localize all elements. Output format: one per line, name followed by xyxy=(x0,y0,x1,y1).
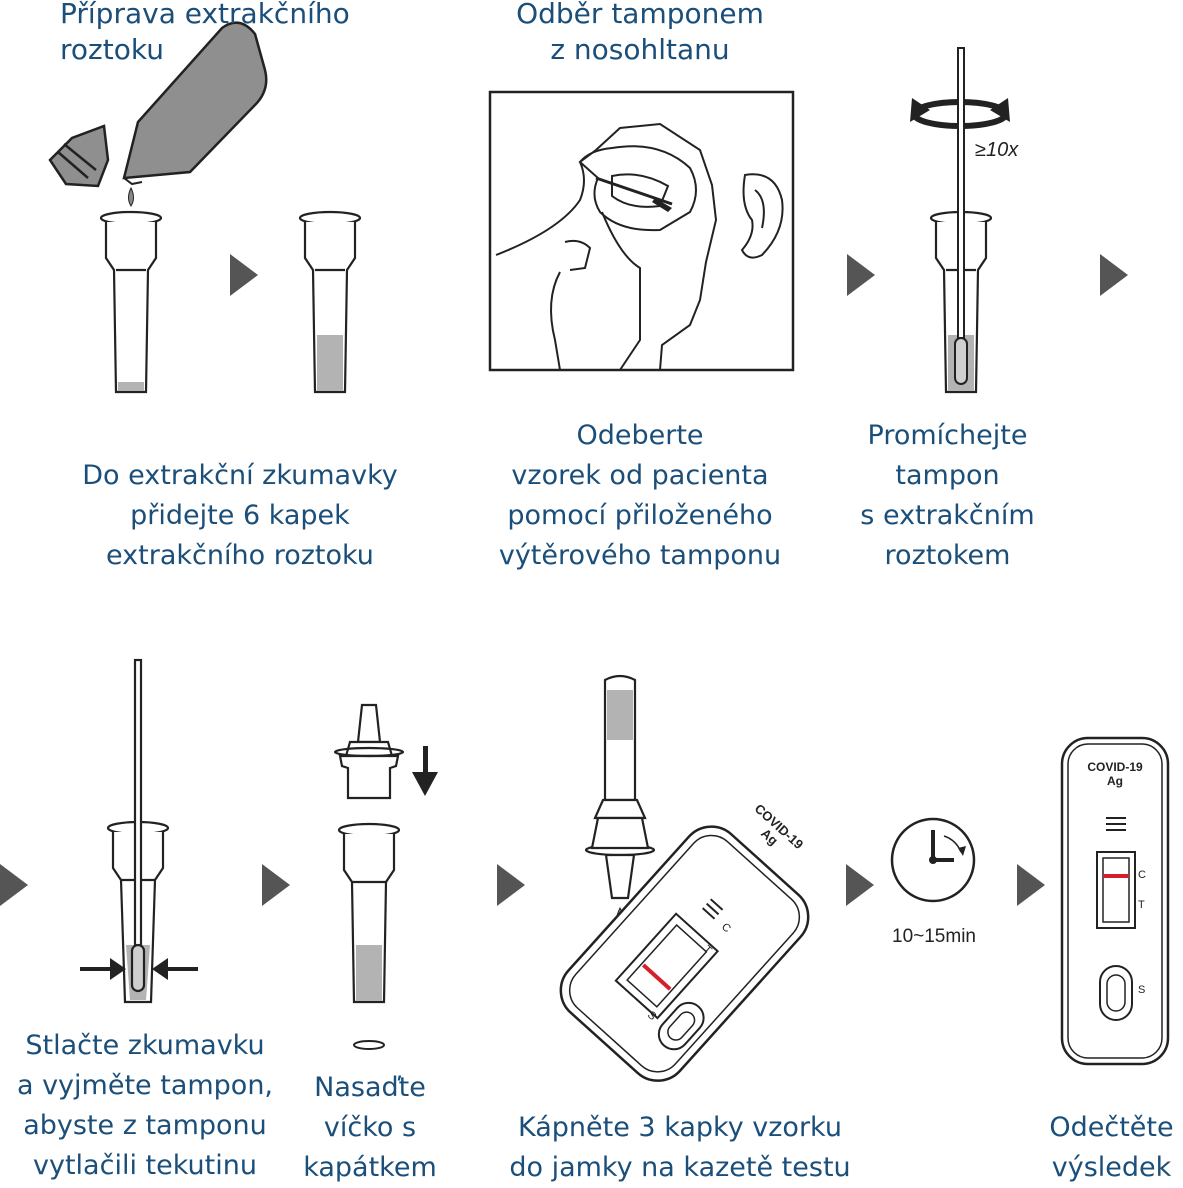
head-profile-icon xyxy=(495,122,784,371)
result-s-label: S xyxy=(1138,984,1146,996)
next-step-arrow xyxy=(1100,254,1128,296)
dropper-cap-icon xyxy=(48,124,110,188)
result-c-label: C xyxy=(1138,869,1146,881)
squeeze-arrows-icon xyxy=(80,958,198,980)
step2-title: Odběr tamponem z nosohltanu xyxy=(516,0,764,66)
step8-caption: Odečtěte výsledek xyxy=(1049,1112,1174,1183)
step4-caption: Stlačte zkumavku a vyjměte tampon, abyst… xyxy=(16,1030,274,1181)
timer-label: 10~15min xyxy=(892,926,976,947)
step1-caption: Do extrakční zkumavky přidejte 6 kapek e… xyxy=(82,460,398,571)
tube-bottom-shadow xyxy=(353,1040,385,1050)
swab-tip-icon xyxy=(652,198,672,212)
step5-caption: Nasaďte víčko s kapátkem xyxy=(303,1072,437,1183)
next-step-arrow xyxy=(0,864,28,906)
next-step-arrow xyxy=(262,864,290,906)
rotation-count-label: ≥10x xyxy=(975,139,1019,161)
squeeze-tube xyxy=(106,658,170,1004)
step1-title: Příprava extrakčního roztoku xyxy=(60,0,350,66)
reagent-bottle-icon xyxy=(122,21,268,186)
tube-with-sample xyxy=(337,822,401,1004)
next-step-arrow xyxy=(846,864,874,906)
nasopharyngeal-swab-illustration xyxy=(488,90,795,372)
step2-caption: Odeberte vzorek od pacienta pomocí přilo… xyxy=(498,420,782,571)
dropper-cap xyxy=(333,703,405,800)
clock-icon xyxy=(890,817,976,903)
next-step-arrow xyxy=(230,254,258,296)
extraction-tube-empty xyxy=(99,210,163,394)
test-cassette-tilted xyxy=(559,825,810,1082)
extraction-tube-filled xyxy=(298,210,362,394)
result-t-label: T xyxy=(1138,899,1145,911)
step3-caption: Promíchejte tampon s extrakčním roztokem xyxy=(860,420,1035,571)
inverted-dropper-tube xyxy=(584,674,656,900)
drop-icon xyxy=(128,186,134,207)
step6-caption: Kápněte 3 kapky vzorku do jamky na kazet… xyxy=(509,1112,851,1183)
next-step-arrow xyxy=(497,864,525,906)
next-step-arrow xyxy=(847,254,875,296)
next-step-arrow xyxy=(1017,864,1045,906)
down-arrow-icon xyxy=(412,746,438,796)
swab-stick-icon xyxy=(954,47,968,385)
result-cassette-brand: COVID-19 Ag xyxy=(1087,760,1143,788)
test-cassette-result xyxy=(1060,736,1170,1066)
